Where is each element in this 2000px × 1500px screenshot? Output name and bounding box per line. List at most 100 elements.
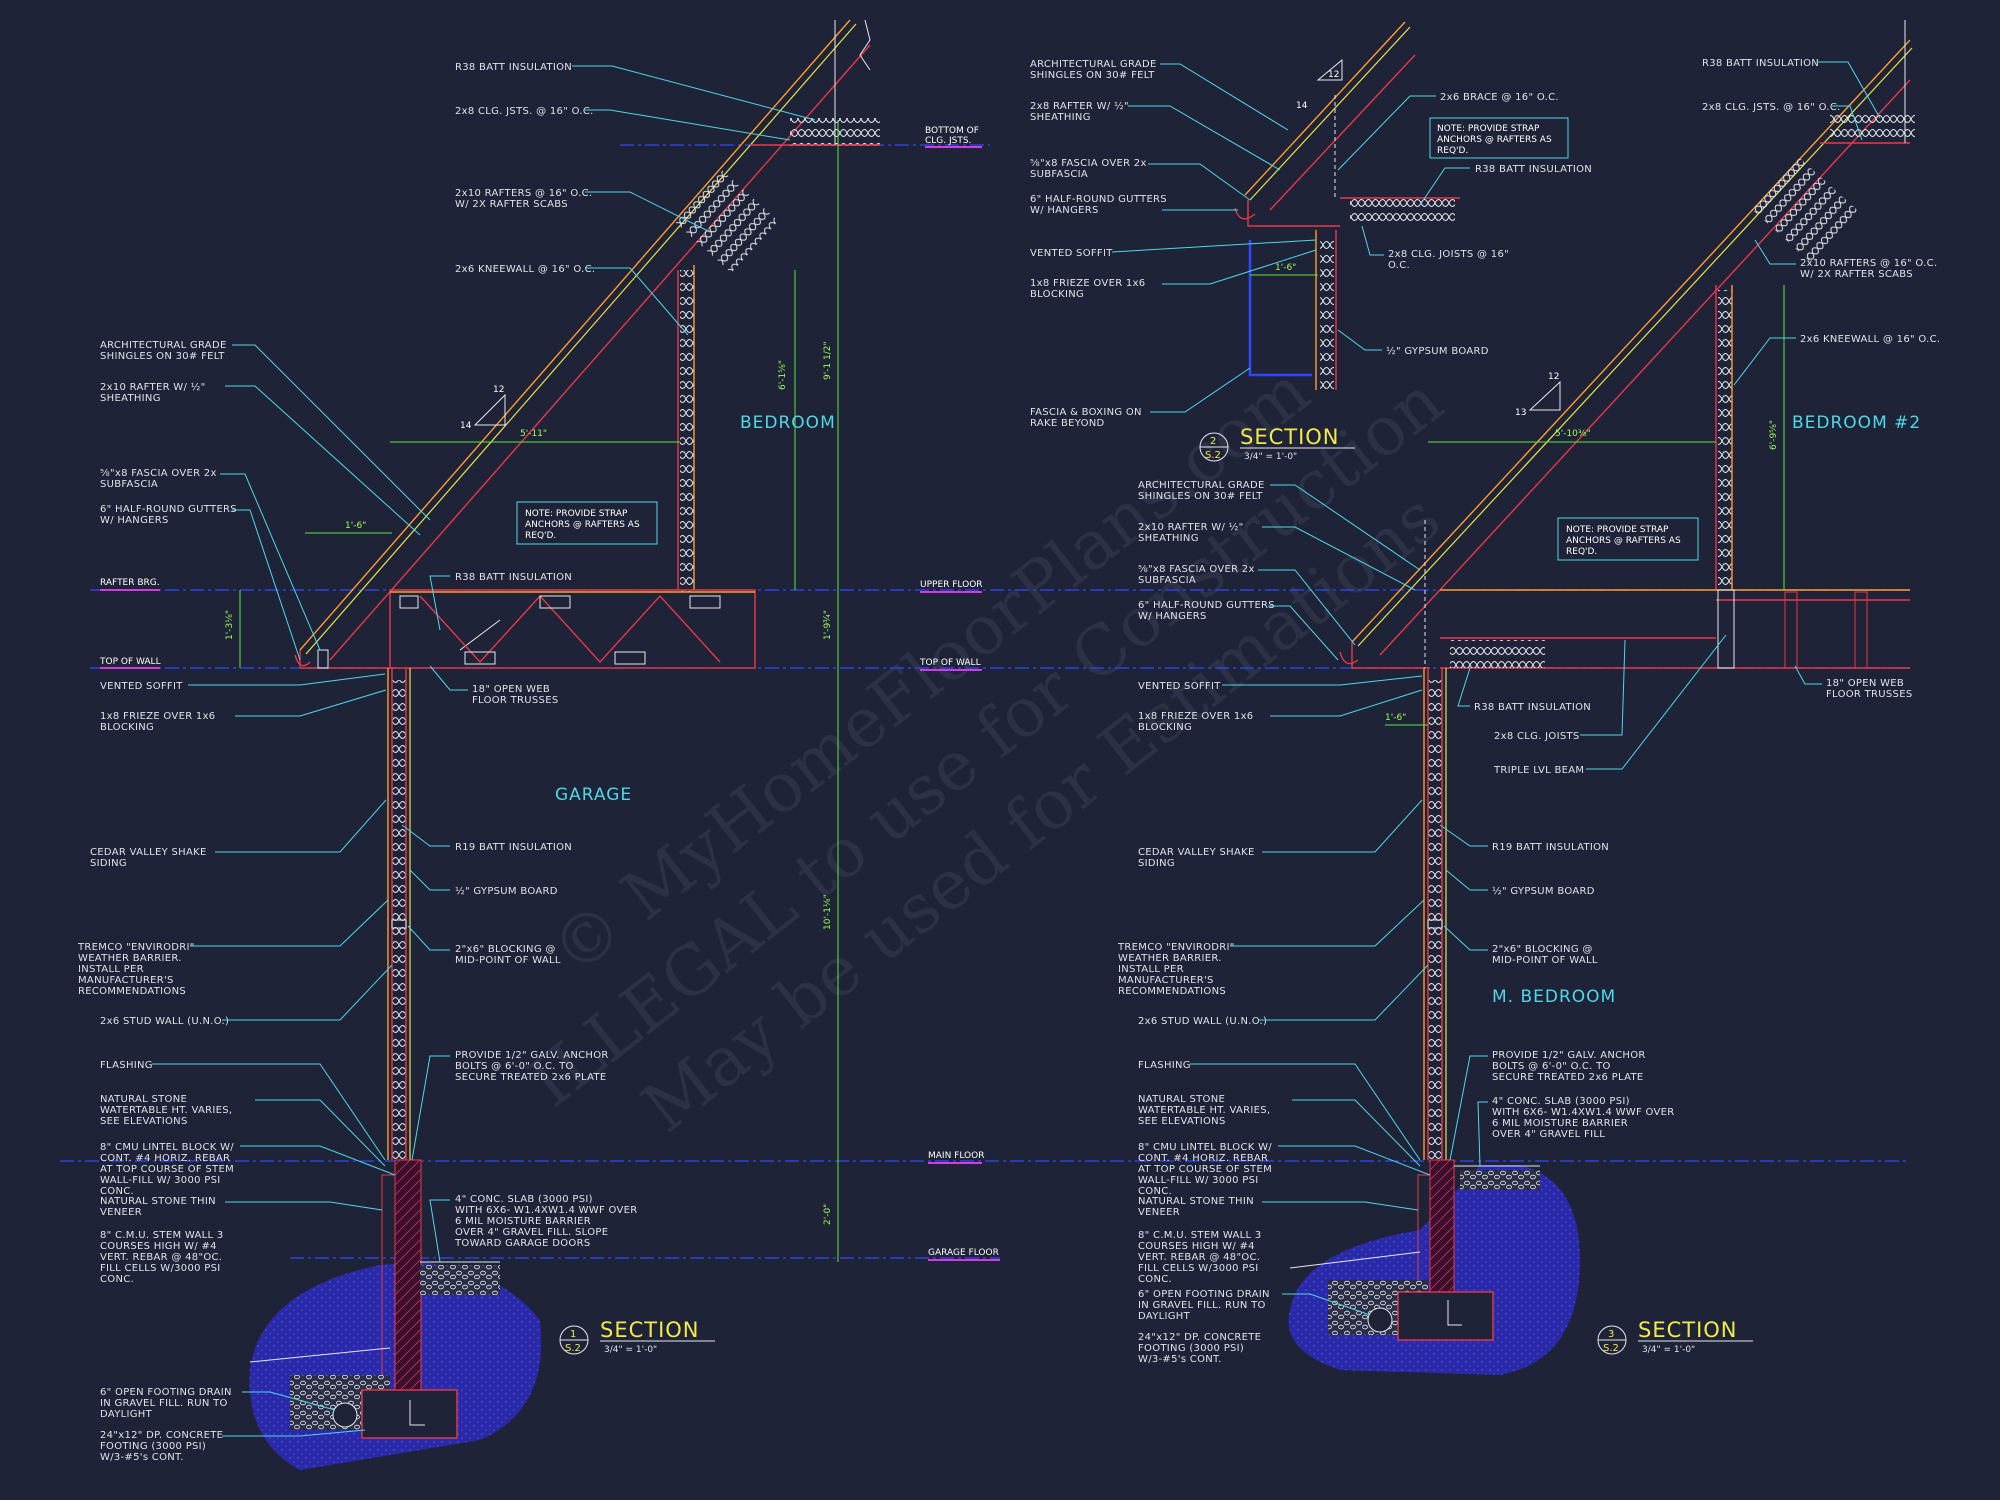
- s3-lbl-tremco-5: RECOMMENDATIONS: [1118, 986, 1226, 997]
- s3-lvl-beam: [1717, 589, 1735, 669]
- s2-lbl-clg-2: O.C.: [1388, 260, 1410, 271]
- s2-lbl-gypsum: ½" GYPSUM BOARD: [1386, 345, 1489, 357]
- s3-dim-kneewall-ht: 6'-9⅝": [1769, 420, 1779, 450]
- s2-lbl-rake-2: RAKE BEYOND: [1030, 418, 1105, 429]
- s1-lbl-slab-1: 4" CONC. SLAB (3000 PSI): [455, 1194, 593, 1205]
- s3-lbl-stone-veneer-2: VENEER: [1138, 1207, 1180, 1218]
- s3-note-line-2: ANCHORS @ RAFTERS AS: [1566, 536, 1681, 546]
- s1-lbl-cmu-lintel-3: AT TOP COURSE OF STEM: [100, 1164, 234, 1175]
- section-3-rooms: BEDROOM #2 M. BEDROOM: [1492, 413, 1921, 1007]
- s1-dim-truss-depth: 1'-9¾": [823, 610, 833, 640]
- s1-kneewall-batt: [680, 270, 694, 592]
- s3-lbl-cmu-stem-1: 8" C.M.U. STEM WALL 3: [1138, 1230, 1262, 1241]
- s3-note-line-1: NOTE: PROVIDE STRAP: [1566, 525, 1669, 535]
- s1-lbl-anchor-2: BOLTS @ 6'-0" O.C. TO: [455, 1061, 574, 1072]
- s3-lbl-cmu-lintel-4: WALL-FILL W/ 3000 PSI: [1138, 1175, 1258, 1186]
- s1-pitch-run: 14: [460, 421, 472, 431]
- s1-lbl-cmu-stem-2: COURSES HIGH W/ #4: [100, 1241, 217, 1252]
- s3-title-sheet: S.2: [1603, 1343, 1619, 1354]
- s3-attic-batt: [1830, 115, 1915, 143]
- s3-pitch-triangle: [1528, 380, 1561, 411]
- s1-lbl-cmu-stem-5: CONC.: [100, 1274, 134, 1285]
- s2-note-line-1: NOTE: PROVIDE STRAP: [1437, 124, 1540, 134]
- s1-level-main-floor: MAIN FLOOR: [928, 1151, 984, 1161]
- s1-lbl-blocking-1: 2"x6" BLOCKING @: [455, 944, 556, 955]
- s1-lbl-trusses-2: FLOOR TRUSSES: [472, 695, 558, 706]
- s2-note-line-3: REQ'D.: [1437, 146, 1468, 156]
- s1-lbl-r38-top: R38 BATT INSULATION: [455, 62, 572, 73]
- s1-lbl-stone-veneer-1: NATURAL STONE THIN: [100, 1196, 216, 1207]
- s3-lbl-tremco-3: INSTALL PER: [1118, 964, 1184, 975]
- s1-gutter: [294, 654, 311, 667]
- s1-lbl-r38-floor: R38 BATT INSULATION: [455, 572, 572, 583]
- s3-lbl-cmu-stem-3: VERT. REBAR @ 48"OC.: [1138, 1252, 1260, 1263]
- s1-level-upper-floor: UPPER FLOOR: [920, 580, 983, 590]
- s3-lbl-gypsum: ½" GYPSUM BOARD: [1492, 885, 1595, 897]
- s3-lbl-blocking-2: MID-POINT OF WALL: [1492, 955, 1598, 966]
- section-2-geometry: 12 14 1'-6": [1234, 21, 1460, 390]
- s1-lbl-stone-table-2: WATERTABLE HT. VARIES,: [100, 1105, 232, 1116]
- s3-lbl-cmu-lintel-5: CONC.: [1138, 1186, 1172, 1197]
- s2-note-box: NOTE: PROVIDE STRAP ANCHORS @ RAFTERS AS…: [1429, 117, 1569, 159]
- s1-lbl-tremco-3: INSTALL PER: [78, 964, 144, 975]
- s2-wall-batt: [1320, 235, 1334, 390]
- s2-lbl-rafter-2: SHEATHING: [1030, 112, 1091, 123]
- s1-roof-sheathing: [305, 23, 857, 655]
- s2-lbl-soffit: VENTED SOFFIT: [1030, 248, 1113, 259]
- s1-dim-wall-ht: 10'-1⅛": [823, 894, 833, 930]
- s3-lbl-cmu-lintel-1: 8" CMU LINTEL BLOCK W/: [1138, 1142, 1272, 1153]
- s1-lbl-tremco-1: TREMCO "ENVIRODRI": [77, 942, 195, 953]
- s1-lbl-siding-2: SIDING: [90, 858, 127, 869]
- s3-lbl-stone-veneer-1: NATURAL STONE THIN: [1138, 1196, 1254, 1207]
- s3-lbl-shingles-1: ARCHITECTURAL GRADE: [1138, 480, 1265, 491]
- s2-lbl-gutters-2: W/ HANGERS: [1030, 205, 1099, 216]
- s3-lbl-cmu-lintel-3: AT TOP COURSE OF STEM: [1138, 1164, 1272, 1175]
- s2-dim-overhang: 1'-6": [1275, 263, 1296, 273]
- s3-title-block: 3 S.2 SECTION 3/4" = 1'-0": [1597, 1318, 1753, 1355]
- s1-level-garage-floor: GARAGE FLOOR: [928, 1248, 999, 1258]
- s1-level-top-of-wall-r: TOP OF WALL: [919, 658, 981, 668]
- s1-lbl-slab-2: WITH 6X6- W1.4XW1.4 WWF OVER: [455, 1205, 638, 1216]
- s1-lbl-rafter-sheath-2: SHEATHING: [100, 393, 161, 404]
- s1-note-line-2: ANCHORS @ RAFTERS AS: [525, 520, 640, 530]
- s3-lbl-footing-2: FOOTING (3000 PSI): [1138, 1343, 1244, 1354]
- s3-gutter: [1339, 651, 1359, 665]
- s1-lbl-flashing: FLASHING: [100, 1060, 153, 1071]
- s3-lbl-fascia-1: ⅝"x8 FASCIA OVER 2x: [1138, 564, 1255, 575]
- s1-lbl-tremco-2: WEATHER BARRIER.: [78, 953, 182, 964]
- s1-lbl-gutters-2: W/ HANGERS: [100, 515, 169, 526]
- watermark: © MyHomeFloorPlans.com ILLEGAL to use fo…: [515, 352, 1458, 1149]
- s1-lbl-rafters-2: W/ 2X RAFTER SCABS: [455, 199, 568, 210]
- s1-lbl-cmu-lintel-5: CONC.: [100, 1186, 134, 1197]
- s3-lbl-siding-1: CEDAR VALLEY SHAKE: [1138, 847, 1255, 858]
- s3-lbl-tremco-2: WEATHER BARRIER.: [1118, 953, 1222, 964]
- s3-lbl-anchor-2: BOLTS @ 6'-0" O.C. TO: [1492, 1061, 1611, 1072]
- s2-lbl-frieze-1: 1x8 FRIEZE OVER 1x6: [1030, 278, 1145, 289]
- s2-lbl-fascia-2: SUBFASCIA: [1030, 169, 1088, 180]
- s1-lbl-cmu-stem-3: VERT. REBAR @ 48"OC.: [100, 1252, 222, 1263]
- s1-cmu-stem-wall: [394, 1159, 422, 1391]
- s1-level-bottom-clg-1: BOTTOM OF: [925, 126, 979, 136]
- s3-lbl-rafter-2: SHEATHING: [1138, 533, 1199, 544]
- s2-note-line-2: ANCHORS @ RAFTERS AS: [1437, 135, 1552, 145]
- s3-room-m-bedroom: M. BEDROOM: [1492, 987, 1616, 1007]
- s3-lbl-trusses-1: 18" OPEN WEB: [1826, 678, 1904, 689]
- s3-title-number: 3: [1608, 1329, 1614, 1340]
- s1-lbl-shingles-1: ARCHITECTURAL GRADE: [100, 340, 227, 351]
- s2-labels: ARCHITECTURAL GRADE SHINGLES ON 30# FELT…: [1030, 59, 1592, 429]
- s1-lbl-drain-1: 6" OPEN FOOTING DRAIN: [100, 1387, 232, 1398]
- s3-room-bedroom-2: BEDROOM #2: [1792, 413, 1921, 433]
- s3-slab-gravel: [1460, 1170, 1540, 1190]
- s1-dim-kneewall-run: 5'-11": [520, 429, 547, 439]
- s3-lbl-slab-4: OVER 4" GRAVEL FILL: [1492, 1129, 1605, 1140]
- s3-rafter-batt: [1751, 157, 1859, 263]
- s3-lbl-r19: R19 BATT INSULATION: [1492, 842, 1609, 853]
- s1-lbl-tremco-4: MANUFACTURER'S: [78, 975, 174, 986]
- s3-lbl-slab-2: WITH 6X6- W1.4XW1.4 WWF OVER: [1492, 1107, 1675, 1118]
- s3-lbl-siding-2: SIDING: [1138, 858, 1175, 869]
- s2-title-sheet: S.2: [1205, 450, 1221, 461]
- s3-lbl-frieze-1: 1x8 FRIEZE OVER 1x6: [1138, 711, 1253, 722]
- s1-lbl-stone-table-1: NATURAL STONE: [100, 1094, 187, 1105]
- s2-scale: 3/4" = 1'-0": [1244, 452, 1297, 462]
